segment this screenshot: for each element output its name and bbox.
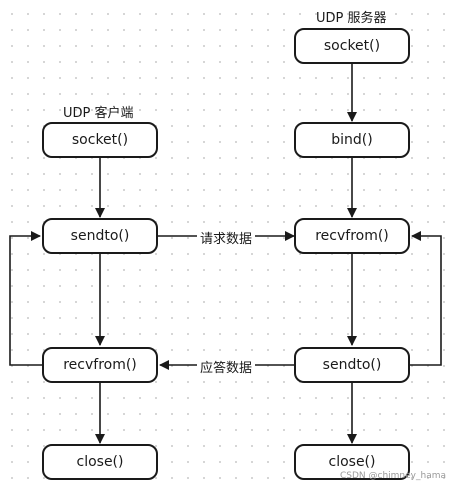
response-data-label: 应答数据 (197, 357, 256, 376)
watermark: CSDN @chimney_hama (339, 471, 446, 481)
client-title: UDP 客户端 (63, 106, 134, 121)
client-recvfrom-node: recvfrom() (42, 347, 158, 383)
server-sendto-node: sendto() (294, 347, 410, 383)
server-title: UDP 服务器 (316, 11, 387, 26)
server-close-node: close() (294, 444, 410, 480)
request-data-label: 请求数据 (197, 228, 256, 247)
client-socket-node: socket() (42, 122, 158, 158)
server-bind-node: bind() (294, 122, 410, 158)
client-sendto-node: sendto() (42, 218, 158, 254)
client-close-node: close() (42, 444, 158, 480)
arrow-client-loop (9, 231, 42, 366)
arrow-server-loop (410, 231, 442, 366)
server-recvfrom-node: recvfrom() (294, 218, 410, 254)
server-socket-node: socket() (294, 28, 410, 64)
